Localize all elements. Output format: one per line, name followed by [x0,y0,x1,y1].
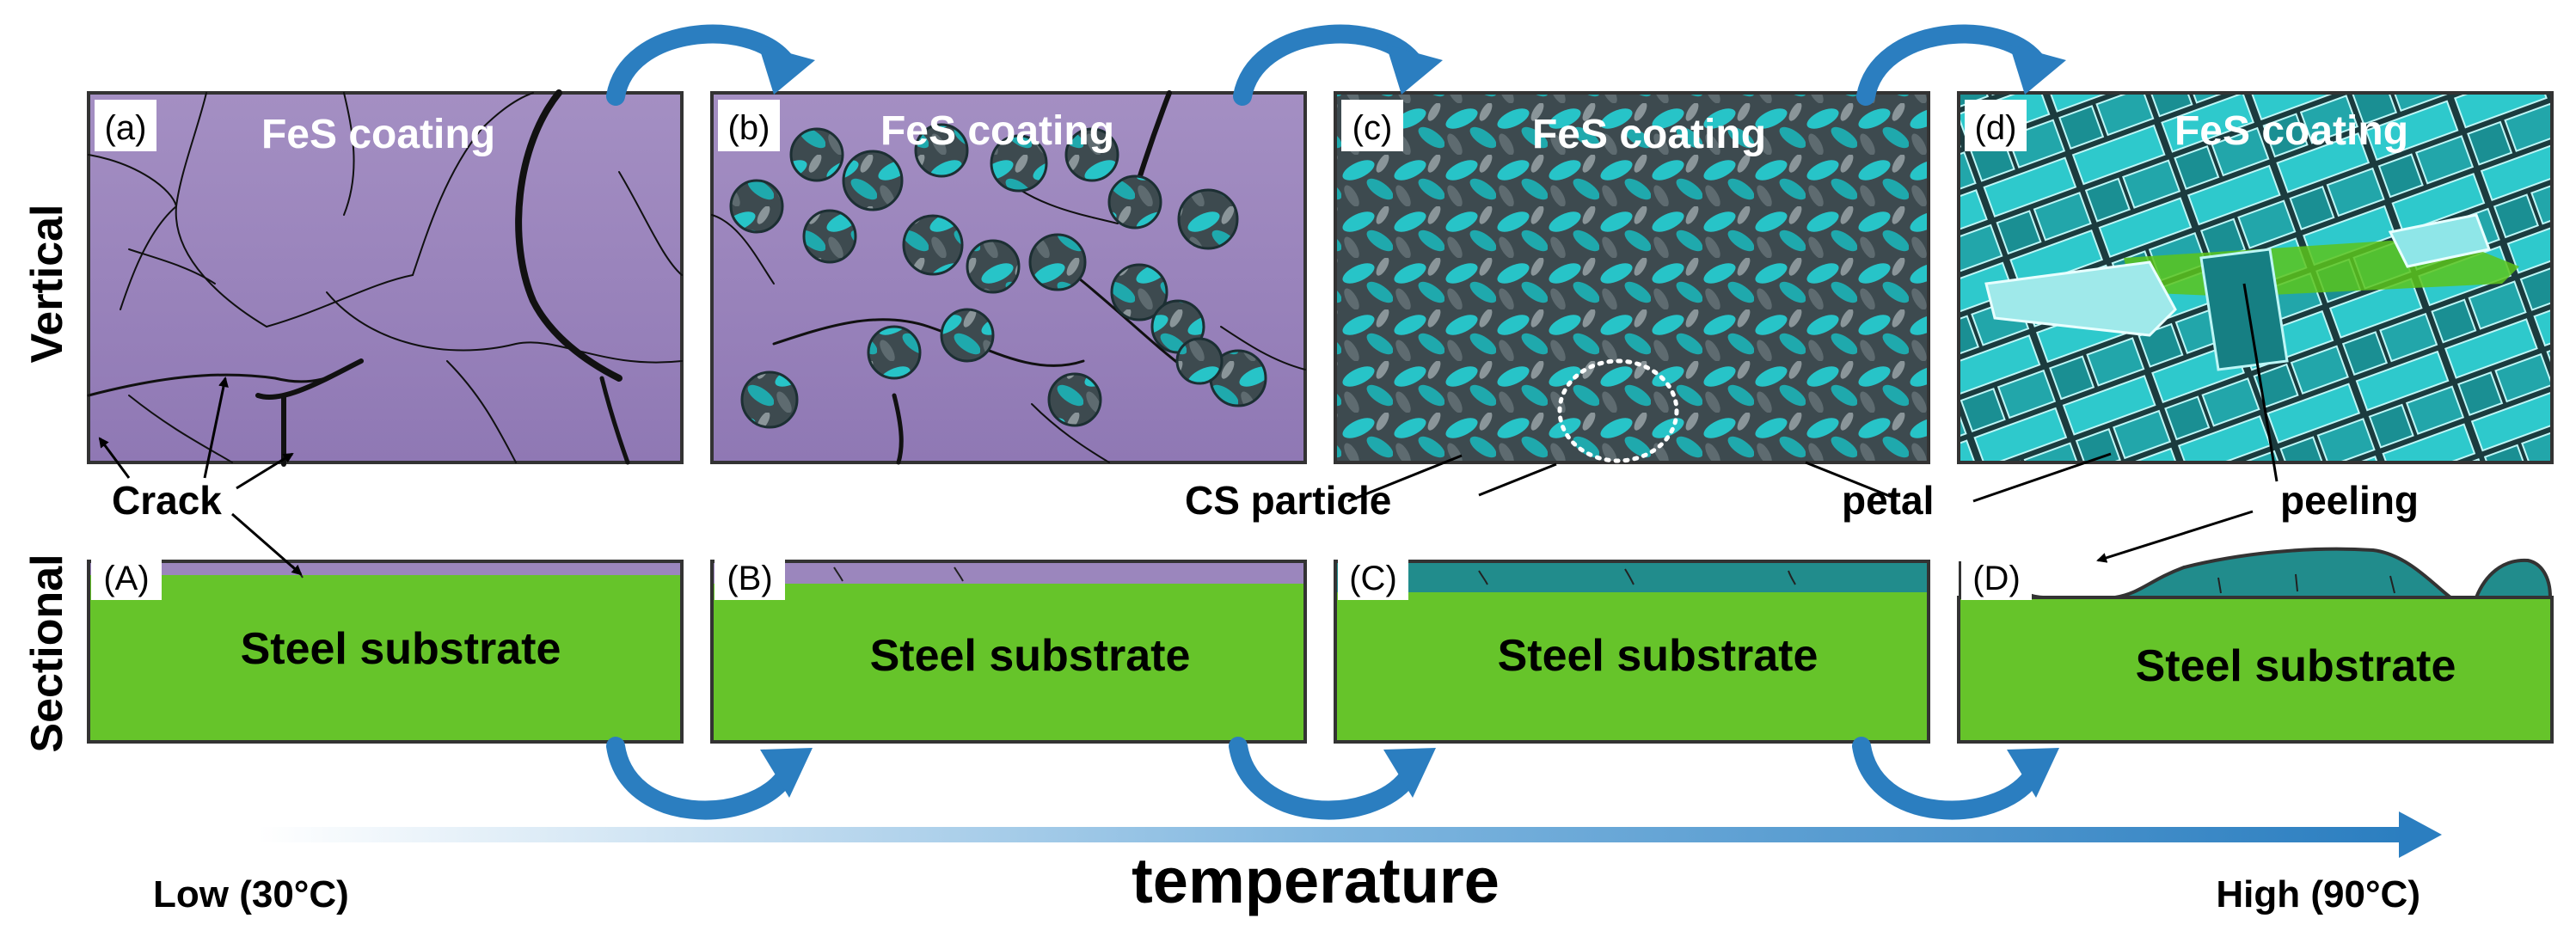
substrate-label-d: Steel substrate [2136,641,2456,691]
top-arrow-b-to-c [1233,24,1421,106]
peeling-coating-d [1959,547,2553,599]
vertical-panel-c: (c) FeS coating [1334,91,1930,464]
section-panel-d: (D) Steel substrate [1957,547,2554,744]
bottom-arrow-c-to-d [1852,737,2040,820]
callout-crack: Crack [112,478,222,523]
callout-cs-particle: CS particle [1185,478,1391,523]
section-tag-d: (D) [1972,560,2021,597]
vertical-panel-d: (d) FeS coating [1957,91,2554,464]
section-tag-c: (C) [1349,560,1397,597]
coating-label-a: FeS coating [261,112,495,157]
panel-tag-d: (d) [1975,109,2017,147]
section-tag-a: (A) [103,560,149,597]
temperature-high: High (90°C) [2216,873,2420,915]
cs-particle-highlight [1557,358,1679,463]
peeled-slab-d [1984,260,2177,337]
temperature-gradient-bar [258,827,2407,842]
temperature-low: Low (30°C) [153,873,349,915]
temperature-arrowhead [2399,811,2442,858]
temperature-title: temperature [1132,845,1500,916]
coating-label-b: FeS coating [880,108,1114,154]
callout-petal: petal [1842,478,1934,523]
top-arrow-a-to-b [606,24,794,106]
bottom-arrow-a-to-b [606,737,794,820]
section-panel-a: (A) Steel substrate [87,557,684,744]
panel-tag-a: (a) [105,109,147,147]
callout-leaders [98,283,2279,576]
transition-arrowheads-bottom [760,748,2059,798]
bottom-arrow-b-to-c [1229,737,1417,820]
section-panel-c: (C) Steel substrate [1334,557,1930,744]
row-label-sectional: Sectional [22,554,72,752]
coating-label-d: FeS coating [2174,108,2408,154]
cs-particles-b [729,123,1267,429]
row-label-vertical: Vertical [22,204,72,363]
section-tag-b: (B) [727,560,772,597]
section-panel-b: (B) Steel substrate [710,557,1307,744]
vertical-panel-a: (a) FeS coating [87,89,684,467]
vertical-panel-b: (b) FeS coating [710,90,1307,465]
coating-label-c: FeS coating [1532,112,1766,157]
temperature-axis: temperature Low (30°C) High (90°C) [153,811,2442,916]
panel-tag-b: (b) [728,109,770,147]
top-arrow-c-to-d [1856,24,2045,106]
callout-peeling: peeling [2280,478,2419,523]
substrate-label-b: Steel substrate [870,631,1191,681]
substrate-label-c: Steel substrate [1498,631,1819,681]
transition-arrowheads-top [758,45,2066,95]
transition-arrows-bottom [606,737,2040,820]
substrate-label-a: Steel substrate [241,624,561,674]
panel-tag-c: (c) [1352,109,1393,147]
transition-arrows-top [606,24,2045,106]
